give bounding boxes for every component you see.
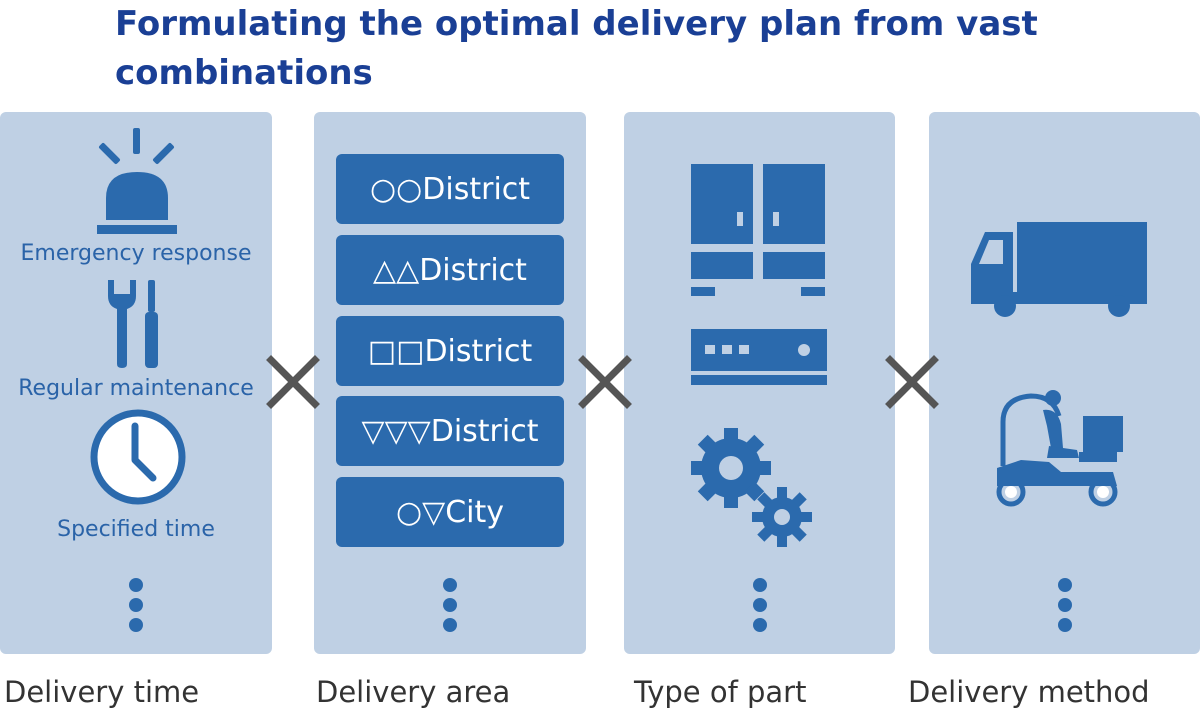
cabinet-icon bbox=[691, 164, 825, 296]
wrench-screwdriver-icon bbox=[108, 280, 158, 368]
clock-icon bbox=[90, 409, 186, 505]
city-item: ○▽City bbox=[336, 477, 564, 547]
regular-maintenance-label: Regular maintenance bbox=[18, 376, 254, 401]
delivery-area-panel: ○○District △△District □□District ▽▽▽Dist… bbox=[314, 112, 586, 654]
specified-time-label: Specified time bbox=[57, 517, 215, 542]
delivery-time-caption: Delivery time bbox=[4, 675, 200, 709]
district-item: △△District bbox=[336, 235, 564, 305]
district-item: ▽▽▽District bbox=[336, 396, 564, 466]
district-item: □□District bbox=[336, 316, 564, 386]
multiply-icon bbox=[266, 355, 320, 409]
delivery-time-panel: Emergency response Regular maintenance S… bbox=[0, 112, 272, 654]
emergency-response-label: Emergency response bbox=[20, 241, 252, 266]
delivery-scooter-icon bbox=[996, 390, 1123, 507]
type-of-part-caption: Type of part bbox=[634, 675, 807, 709]
equipment-box-icon bbox=[691, 329, 827, 385]
vertical-ellipsis-icon bbox=[443, 578, 457, 632]
type-of-part-panel bbox=[624, 112, 895, 654]
vertical-ellipsis-icon bbox=[1058, 578, 1072, 632]
truck-icon bbox=[971, 222, 1147, 317]
vertical-ellipsis-icon bbox=[129, 578, 143, 632]
delivery-area-caption: Delivery area bbox=[316, 675, 511, 709]
multiply-icon bbox=[885, 355, 939, 409]
vertical-ellipsis-icon bbox=[753, 578, 767, 632]
delivery-method-panel bbox=[929, 112, 1200, 654]
delivery-method-caption: Delivery method bbox=[908, 675, 1150, 709]
gears-icon bbox=[691, 428, 812, 547]
siren-icon bbox=[97, 128, 177, 234]
multiply-icon bbox=[578, 355, 632, 409]
page-title: Formulating the optimal delivery plan fr… bbox=[115, 4, 1038, 93]
district-item: ○○District bbox=[336, 154, 564, 224]
